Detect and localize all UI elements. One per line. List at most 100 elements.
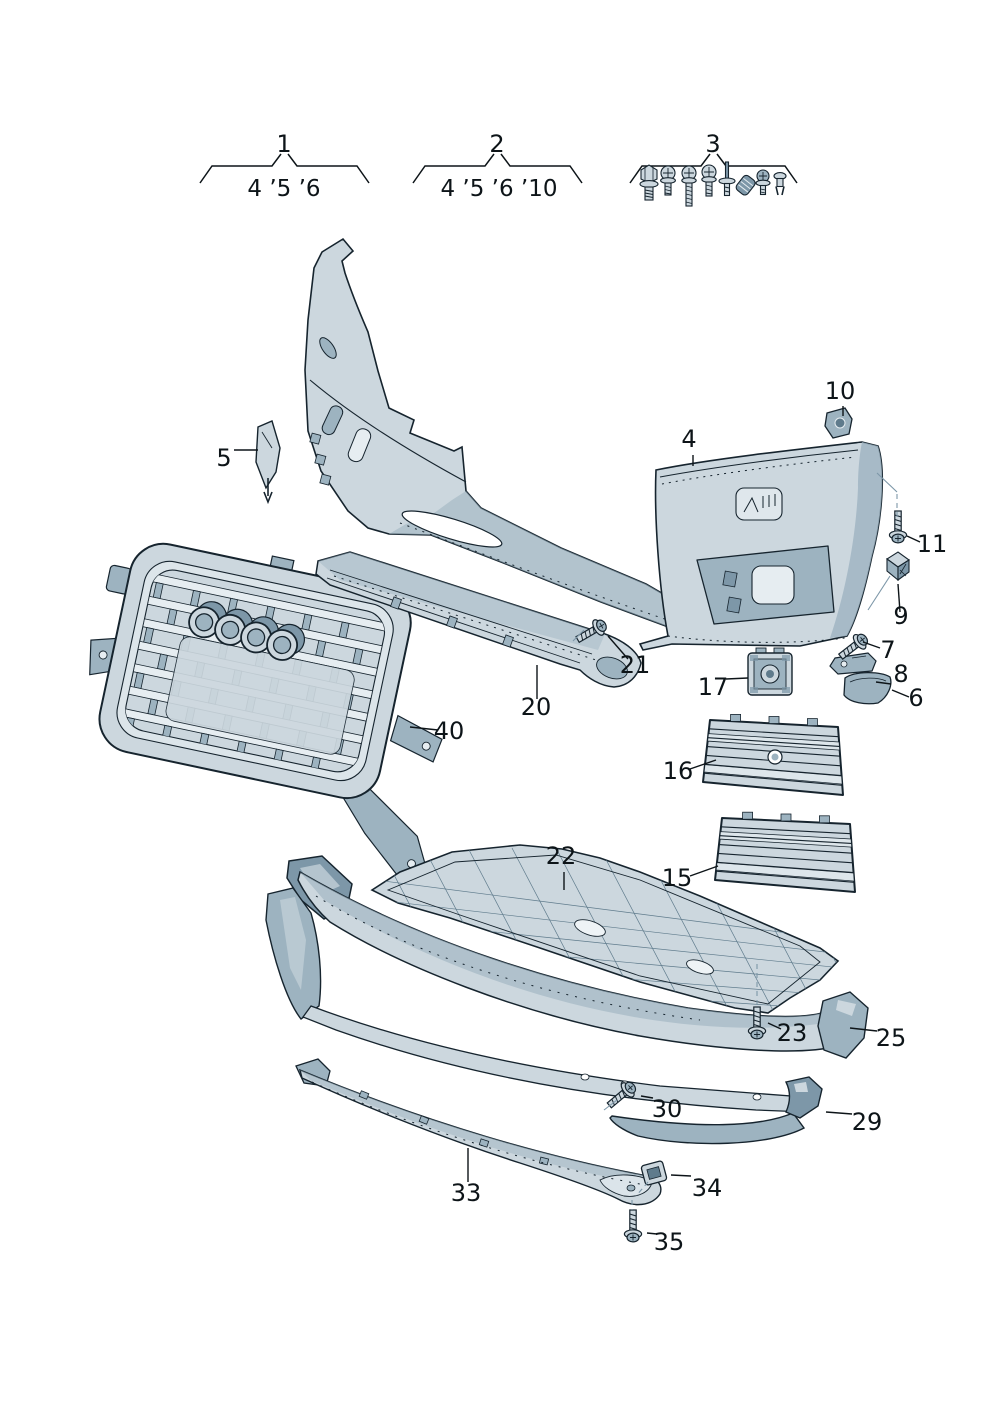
- hex-nut: [886, 551, 910, 582]
- callout-16[interactable]: 16: [663, 757, 694, 785]
- legend-bracket: [199, 153, 370, 184]
- spreader-rivet-icon: [773, 172, 787, 196]
- construction-line: [572, 629, 585, 642]
- screw-35: [623, 1209, 643, 1243]
- callout-9[interactable]: 9: [893, 602, 908, 630]
- fastener-icons: [639, 161, 787, 207]
- callout-11[interactable]: 11: [917, 530, 948, 558]
- front-bumper-cover: [304, 237, 697, 637]
- legend-group-3[interactable]: 3: [629, 130, 798, 207]
- leader-line-23: [767, 1022, 782, 1030]
- corner-side-face: [830, 442, 883, 638]
- leader-line-34: [670, 1174, 692, 1177]
- leader-line-40: [409, 726, 439, 731]
- leader-line-11: [906, 535, 921, 543]
- long-pan-head-screw-icon: [681, 165, 697, 207]
- bumper-opening: [347, 428, 372, 463]
- callout-30[interactable]: 30: [652, 1095, 683, 1123]
- bumper-corner-section: [638, 441, 884, 651]
- leader-line-6: [891, 689, 910, 698]
- leader-line-15: [689, 865, 719, 877]
- callout-40[interactable]: 40: [434, 717, 465, 745]
- leader-line-7: [862, 641, 881, 649]
- edge-hatching: [333, 575, 597, 661]
- washer-head-screw-icon: [755, 169, 771, 196]
- legend-group-positions: 4 ’5 ’6: [247, 176, 320, 202]
- callout-8[interactable]: 8: [893, 660, 908, 688]
- callout-5[interactable]: 5: [216, 444, 231, 472]
- callout-25[interactable]: 25: [876, 1024, 907, 1052]
- leader-line-16: [689, 759, 717, 770]
- radiator-grille: [89, 542, 443, 888]
- leader-line-17: [725, 677, 749, 680]
- callout-10[interactable]: 10: [825, 377, 856, 405]
- callout-6[interactable]: 6: [908, 684, 923, 712]
- audi-rings-emblem: [188, 601, 306, 661]
- center-grille-strip: [315, 551, 642, 688]
- callout-15[interactable]: 15: [662, 864, 693, 892]
- strip-tabs: [358, 1090, 550, 1166]
- construction-line: [876, 472, 898, 493]
- retaining-plate: [747, 647, 793, 696]
- front-spoiler: [286, 855, 869, 1059]
- callout-35[interactable]: 35: [654, 1228, 685, 1256]
- washer-cover-cap: [843, 671, 892, 705]
- recess-opening: [751, 565, 795, 605]
- screw-11: [888, 510, 908, 544]
- legend-group-number[interactable]: 3: [705, 130, 720, 158]
- leader-line-9: [897, 583, 901, 613]
- end-moulding: [609, 1076, 823, 1145]
- callout-34[interactable]: 34: [692, 1174, 723, 1202]
- callout-4[interactable]: 4: [681, 425, 696, 453]
- construction-line: [603, 1099, 618, 1111]
- spoiler-right-end: [817, 991, 869, 1059]
- callout-22[interactable]: 22: [546, 842, 577, 870]
- legend-group-number[interactable]: 2: [489, 130, 504, 158]
- legend-group-2[interactable]: 2 4 ’5 ’6 ’10: [412, 130, 583, 202]
- callout-20[interactable]: 20: [521, 693, 552, 721]
- leader-line-8: [875, 681, 892, 685]
- legend-bracket: [412, 153, 583, 184]
- shield-inner-border: [386, 854, 821, 1005]
- bumper-slot: [319, 337, 337, 359]
- hex-head-bolt-icon: [639, 164, 659, 201]
- headlamp-washer-detail: [735, 487, 783, 521]
- legend: 1 4 ’5 ’6 2 4 ’5 ’6 ’10 3: [199, 130, 798, 207]
- bumper-clip-slots: [309, 432, 332, 486]
- bumper-crease-line: [309, 379, 467, 483]
- tow-eye-cover: [255, 420, 281, 505]
- fitting-direction-arrow: [263, 478, 273, 505]
- pan-head-screw-icon: [660, 165, 676, 196]
- sensor-bracket: [829, 652, 877, 675]
- callout-21[interactable]: 21: [620, 651, 651, 679]
- legend-group-1[interactable]: 1 4 ’5 ’6: [199, 130, 370, 202]
- fog-light-grille: [714, 811, 856, 893]
- callout-33[interactable]: 33: [451, 1179, 482, 1207]
- edge-hatching: [661, 456, 857, 485]
- callout-29[interactable]: 29: [852, 1108, 883, 1136]
- construction-line: [867, 575, 891, 611]
- strip-tabs: [390, 596, 514, 648]
- strip-scoop-end: [599, 1174, 653, 1197]
- leader-line-29: [825, 1111, 853, 1115]
- expanding-rivet-icon: [735, 174, 756, 196]
- lower-trim-strip: [295, 1058, 662, 1206]
- mounting-clip: [824, 407, 853, 439]
- callout-7[interactable]: 7: [880, 636, 895, 664]
- legend-group-positions: 4 ’5 ’6 ’10: [440, 176, 557, 202]
- fog-light-grille-with-hole: [702, 714, 844, 796]
- callout-17[interactable]: 17: [698, 673, 729, 701]
- leader-line-30: [640, 1095, 654, 1099]
- callout-23[interactable]: 23: [777, 1019, 808, 1047]
- construction-lines: [572, 472, 898, 1210]
- legend-group-number[interactable]: 1: [276, 130, 291, 158]
- bumper-slot: [321, 405, 344, 436]
- pan-head-screw-2-icon: [701, 164, 717, 197]
- clip-nut: [640, 1160, 668, 1186]
- leader-line-21: [607, 635, 629, 660]
- strip-end-scoop: [596, 656, 628, 680]
- legend-bracket: [629, 153, 798, 184]
